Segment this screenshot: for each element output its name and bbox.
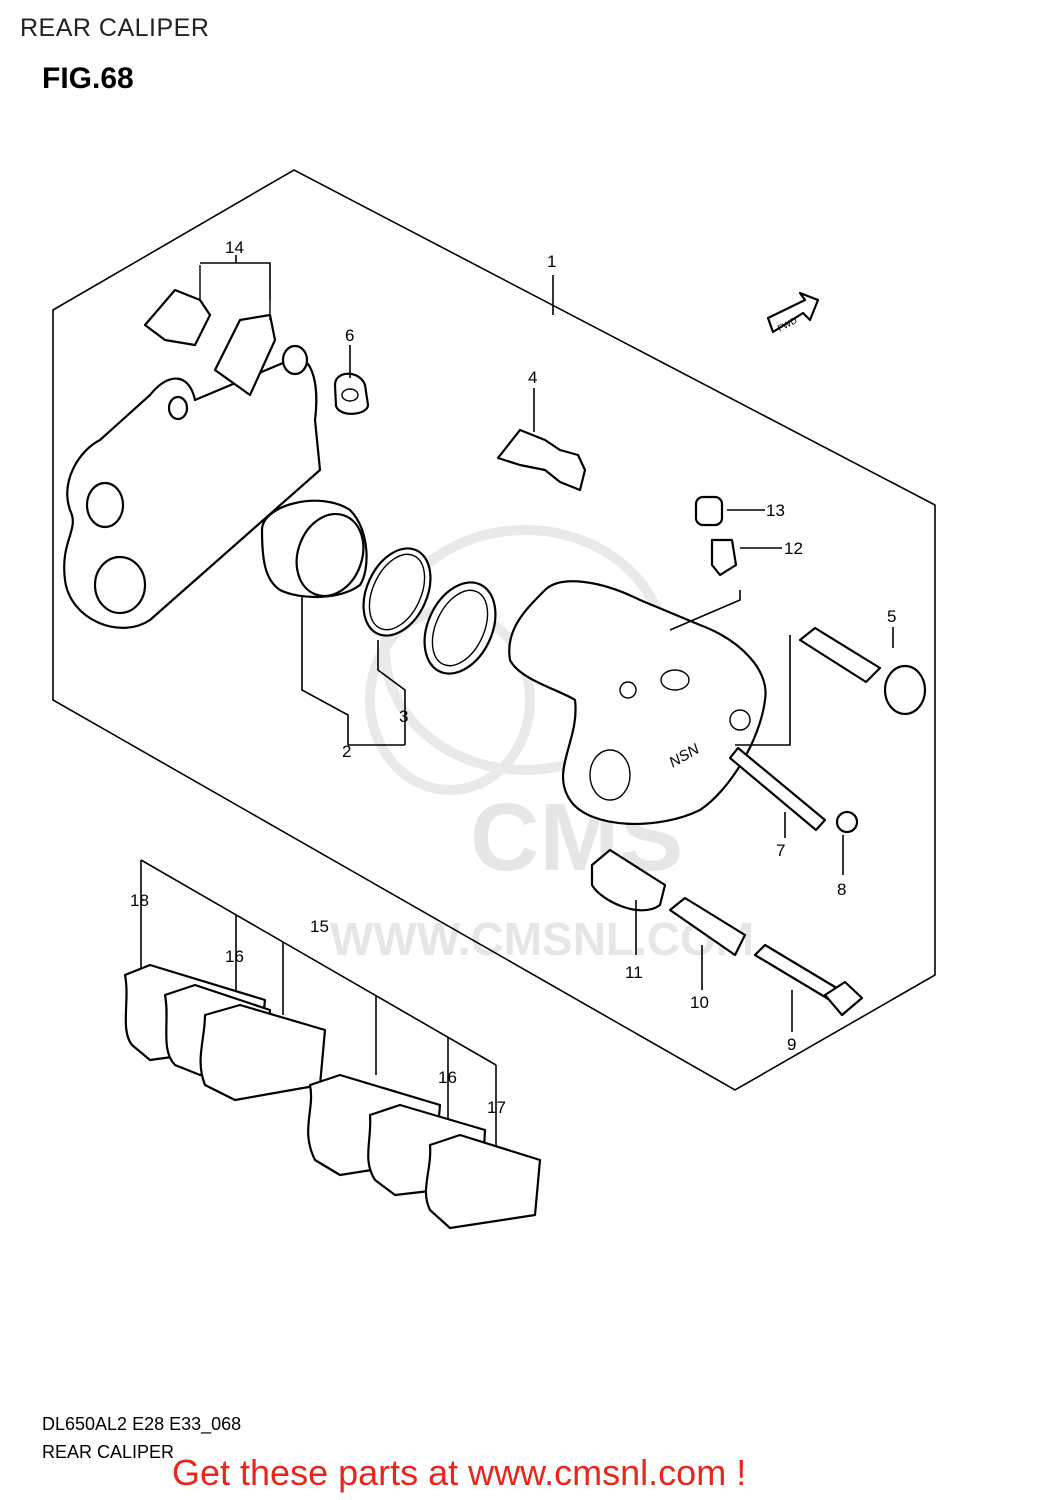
callout-15: 15	[310, 917, 329, 936]
figure-label: FIG.68	[42, 62, 134, 95]
pad-pin	[728, 746, 827, 832]
cta-link[interactable]: Get these parts at www.cmsnl.com !	[172, 1452, 747, 1493]
pad-pin-plug	[835, 810, 859, 834]
callout-12: 12	[784, 539, 803, 558]
caliper-body: NSN	[508, 580, 767, 826]
forward-direction-badge: FWD	[766, 291, 820, 334]
brake-pads	[123, 963, 542, 1230]
callout-2: 2	[342, 742, 351, 761]
sleeve	[668, 896, 747, 957]
callout-11: 11	[625, 963, 643, 982]
bleeder-valve	[710, 538, 738, 577]
callout-16b: 16	[438, 1068, 457, 1087]
assembly-outline	[52, 169, 936, 1091]
caliper-bolt	[753, 943, 864, 1017]
bracket-group	[63, 265, 322, 629]
leader-lines	[200, 255, 894, 1032]
callout-13: 13	[766, 501, 785, 520]
dust-seal	[423, 581, 497, 675]
pad-spring	[496, 428, 587, 492]
callout-3: 3	[399, 707, 408, 726]
callout-18: 18	[130, 891, 149, 910]
page-title: REAR CALIPER	[20, 14, 210, 42]
callout-7: 7	[776, 841, 785, 860]
slide-pin	[798, 626, 927, 716]
callout-8: 8	[837, 880, 846, 899]
callout-17: 17	[487, 1098, 506, 1117]
callout-9: 9	[787, 1035, 796, 1054]
bleeder-cap	[694, 495, 724, 527]
section-name: REAR CALIPER	[42, 1442, 175, 1462]
callout-1: 1	[547, 252, 556, 271]
dust-seal-inner	[431, 589, 489, 667]
boot-sleeve	[590, 848, 667, 912]
callouts: 1 2 3 4 5 6 7 8 9 10 11 12 13 14 15 16 1…	[130, 238, 896, 1117]
boot	[333, 372, 370, 415]
piston	[260, 499, 368, 598]
piston-seal-inner	[368, 553, 426, 631]
callout-6: 6	[345, 326, 354, 345]
watermark-url: WWW.CMSNL.COM	[330, 913, 754, 965]
callout-16a: 16	[225, 947, 244, 966]
callout-14: 14	[225, 238, 244, 257]
callout-5: 5	[887, 607, 896, 626]
callout-4: 4	[528, 368, 537, 387]
callout-10: 10	[690, 993, 709, 1012]
piston-seal	[362, 547, 432, 637]
model-code: DL650AL2 E28 E33_068	[42, 1414, 242, 1434]
